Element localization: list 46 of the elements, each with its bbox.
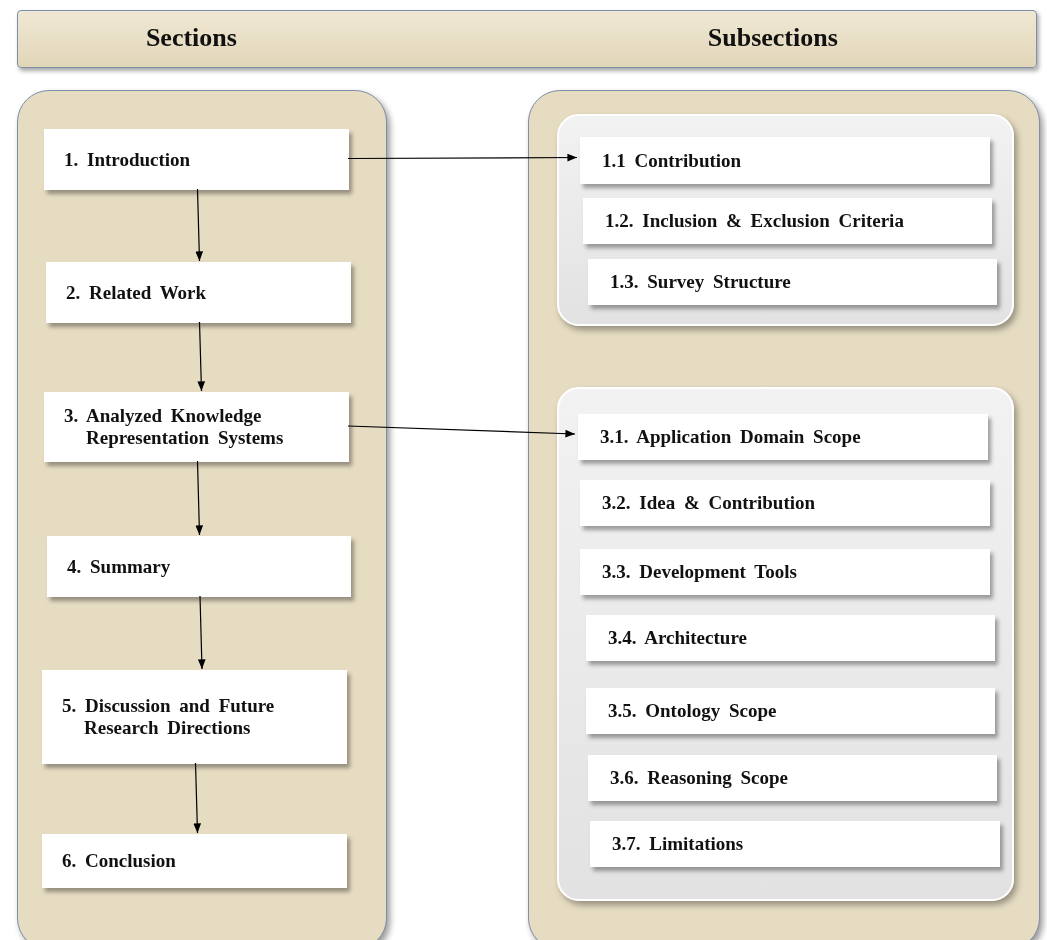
subsection-title: 1.2. Inclusion & Exclusion Criteria <box>604 210 904 232</box>
subsection-box <box>586 688 995 734</box>
section-title: 1. Introduction <box>63 148 192 171</box>
section-title: 3. Analyzed Knowledge Representation Systems <box>63 405 285 449</box>
subsection-title: 3.7. Limitations <box>611 833 744 855</box>
column-heading: Sections <box>145 23 237 53</box>
header-band <box>17 10 1037 68</box>
arrow <box>195 188 204 262</box>
section-box <box>44 129 349 190</box>
subsection-box <box>580 480 990 526</box>
subsection-box <box>583 198 992 244</box>
section-title: 2. Related Work <box>65 281 208 304</box>
subsection-box <box>578 414 988 460</box>
subsection-box <box>590 821 1000 867</box>
arrow <box>193 762 202 834</box>
subsection-title: 3.5. Ontology Scope <box>607 700 777 722</box>
subsection-title: 3.2. Idea & Contribution <box>601 492 816 514</box>
subsection-group <box>557 387 1014 901</box>
subsection-title: 3.6. Reasoning Scope <box>609 767 788 789</box>
section-box <box>42 834 347 888</box>
column-panel <box>528 90 1040 940</box>
section-box <box>42 670 347 764</box>
arrow <box>197 595 206 670</box>
section-title: 5. Discussion and Future Research Directions <box>61 695 276 739</box>
subsection-title: 3.4. Architecture <box>607 627 747 649</box>
arrow <box>347 153 578 162</box>
arrow <box>195 460 204 536</box>
column-heading: Subsections <box>707 23 838 53</box>
subsection-group <box>557 114 1014 326</box>
subsection-box <box>580 137 990 184</box>
subsection-box <box>588 259 997 305</box>
arrow <box>347 425 576 438</box>
subsection-box <box>586 615 995 661</box>
section-title: 6. Conclusion <box>61 850 177 872</box>
subsection-box <box>580 549 990 595</box>
subsection-box <box>588 755 997 801</box>
section-box <box>44 392 349 462</box>
subsection-title: 1.1 Contribution <box>601 149 742 172</box>
arrow <box>197 321 206 392</box>
section-title: 4. Summary <box>66 555 172 578</box>
subsection-title: 3.3. Development Tools <box>601 561 797 583</box>
column-panel <box>17 90 387 940</box>
section-box <box>47 536 351 597</box>
subsection-title: 1.3. Survey Structure <box>609 271 791 293</box>
subsection-title: 3.1. Application Domain Scope <box>599 426 861 448</box>
section-box <box>46 262 351 323</box>
